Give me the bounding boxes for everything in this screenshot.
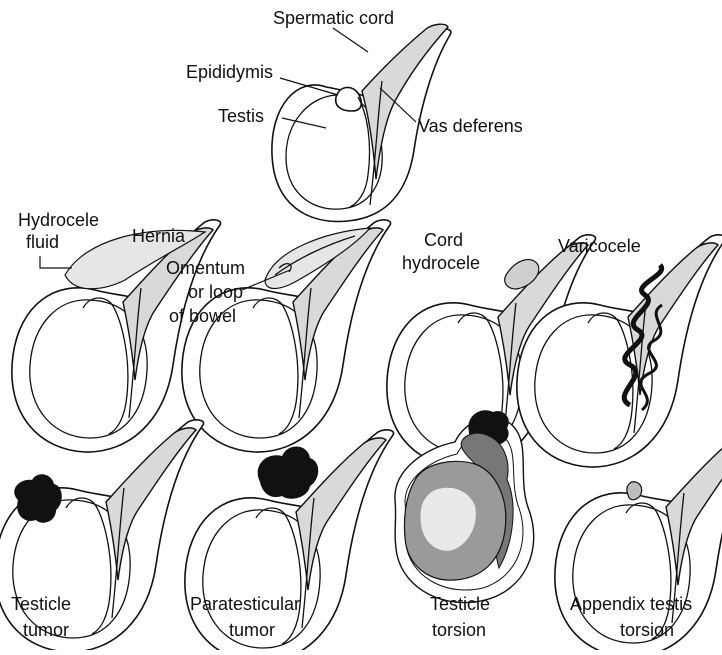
label-vas-deferens: Vas deferens — [418, 116, 523, 136]
label-testicle-tumor-line2: tumor — [23, 620, 69, 640]
label-hernia: Hernia — [132, 226, 186, 246]
testicle-tumor-figure — [0, 420, 204, 650]
label-omentum-line2: or loop — [188, 282, 243, 302]
label-omentum-line1: Omentum — [166, 258, 245, 278]
label-omentum-line3: of bowel — [169, 306, 236, 326]
label-varicocele: Varicocele — [558, 236, 641, 256]
label-testicle-tumor-line1: Testicle — [11, 594, 71, 614]
label-epididymis: Epididymis — [186, 62, 273, 82]
label-appendix-line1: Appendix testis — [570, 594, 692, 614]
varicocele-labels: Varicocele — [558, 236, 641, 256]
label-spermatic-cord: Spermatic cord — [273, 8, 394, 28]
label-cord-line2: hydrocele — [402, 253, 480, 273]
label-paratesticular-line1: Paratesticular — [190, 594, 300, 614]
testicle-tumor-mass — [14, 474, 61, 523]
leader-spermatic-cord — [333, 28, 368, 52]
testicle-torsion-labels: Testicle torsion — [430, 594, 490, 640]
paratesticular-tumor-figure — [185, 430, 394, 650]
label-paratesticular-line2: tumor — [229, 620, 275, 640]
label-hydrocele-line1: Hydrocele — [18, 210, 99, 230]
label-appendix-line2: torsion — [620, 620, 674, 640]
leader-hydrocele — [40, 256, 72, 268]
label-torsion-line1: Testicle — [430, 594, 490, 614]
label-torsion-line2: torsion — [432, 620, 486, 640]
cord-hydrocele-labels: Cord hydrocele — [402, 230, 480, 273]
label-testis: Testis — [218, 106, 264, 126]
paratesticular-tumor-mass — [258, 446, 319, 498]
epididymis-head — [336, 87, 362, 111]
appendix-testis — [627, 482, 642, 500]
label-cord-line1: Cord — [424, 230, 463, 250]
label-hydrocele-line2: fluid — [26, 232, 59, 252]
omentum-figure — [182, 220, 391, 452]
